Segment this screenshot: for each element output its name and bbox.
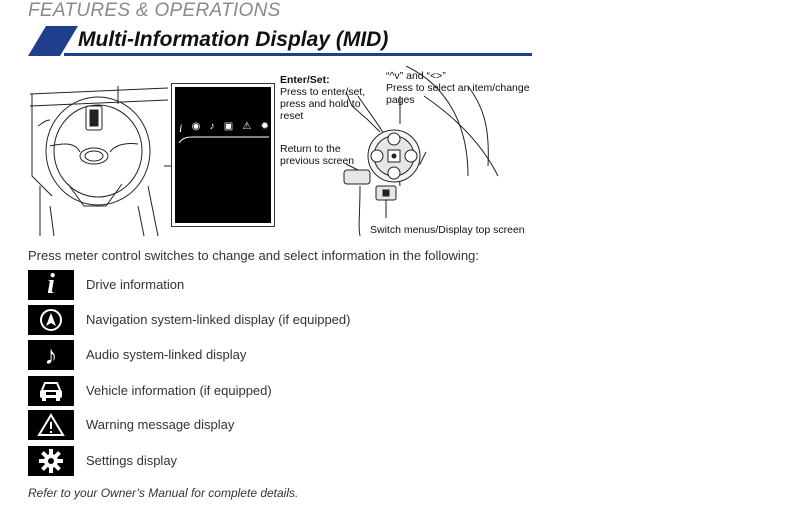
- list-item: i Drive information: [28, 269, 488, 300]
- quote-and: ” and “: [399, 70, 431, 82]
- gear-icon: [28, 446, 74, 476]
- mid-vehicle-icon: ▣: [223, 121, 234, 132]
- vehicle-icon: [28, 376, 74, 406]
- mid-screen: i ◉ ♪ ▣ ⚠ ✹: [171, 83, 275, 227]
- intro-text: Press meter control switches to change a…: [28, 248, 479, 263]
- music-note-icon: ♪: [28, 340, 74, 370]
- enter-set-line-2: press and hold to: [280, 98, 361, 110]
- list-item-label: Vehicle information (if equipped): [86, 383, 272, 398]
- return-annotation: Return to the previous screen: [280, 143, 354, 167]
- title-accent-shape: [28, 26, 78, 56]
- mid-navigation-icon: ◉: [191, 121, 201, 132]
- mid-info-icon: i: [179, 121, 183, 135]
- list-item: Settings display: [28, 446, 488, 476]
- navigation-icon: [28, 305, 74, 335]
- page-title: Multi-Information Display (MID): [78, 28, 389, 51]
- left-right-arrows-icon: <>: [430, 70, 443, 82]
- mid-warning-icon: ⚠: [242, 121, 252, 132]
- footnote: Refer to your Owner’s Manual for complet…: [28, 486, 299, 500]
- enter-set-line-1: Press to enter/set,: [280, 86, 366, 98]
- up-down-arrows-icon: ^v: [389, 70, 400, 82]
- title-rule: [64, 53, 532, 56]
- list-item: Vehicle information (if equipped): [28, 376, 488, 406]
- switch-menus-annotation: Switch menus/Display top screen: [370, 224, 525, 236]
- list-item-label: Audio system-linked display: [86, 347, 247, 362]
- list-item-label: Drive information: [86, 277, 185, 292]
- mid-diagram: i ◉ ♪ ▣ ⚠ ✹ Enter/Set: Press to enter/se…: [28, 66, 538, 238]
- return-line-2: previous screen: [280, 155, 355, 167]
- enter-set-line-3: reset: [280, 110, 304, 122]
- info-icon: i: [28, 269, 74, 300]
- quote-close: ”: [442, 70, 446, 82]
- return-line-1: Return to the: [280, 143, 341, 155]
- quote-open: “: [386, 70, 390, 82]
- list-item: ♪ Audio system-linked display: [28, 340, 488, 370]
- mid-gear-icon: ✹: [260, 121, 269, 132]
- steering-wheel-illustration: [29, 66, 499, 237]
- mid-music-note-icon: ♪: [209, 121, 215, 132]
- list-item-label: Warning message display: [86, 417, 235, 432]
- list-item: Navigation system-linked display (if equ…: [28, 305, 488, 335]
- arrows-line-2: pages: [386, 94, 415, 106]
- enter-set-annotation: Enter/Set: Press to enter/set, press and…: [280, 74, 365, 122]
- list-item-label: Settings display: [86, 453, 178, 468]
- arrows-line-1: Press to select an item/change: [386, 82, 530, 94]
- mid-screen-icons: i ◉ ♪ ▣ ⚠ ✹: [179, 121, 269, 136]
- enter-set-title: Enter/Set:: [280, 74, 330, 86]
- list-item: Warning message display: [28, 410, 488, 440]
- mid-underline: [179, 136, 269, 144]
- arrows-annotation: “^v” and “<>” Press to select an item/ch…: [386, 70, 530, 106]
- section-label: FEATURES & OPERATIONS: [28, 0, 281, 21]
- warning-icon: [28, 410, 74, 440]
- list-item-label: Navigation system-linked display (if equ…: [86, 312, 351, 327]
- title-bar: Multi-Information Display (MID): [28, 26, 532, 56]
